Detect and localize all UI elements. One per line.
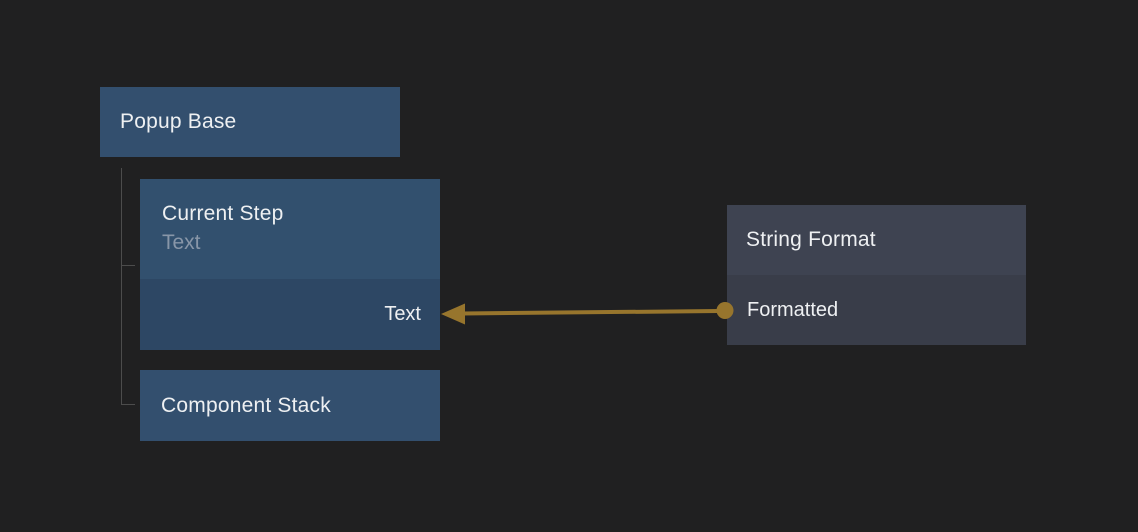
node-current-step[interactable]: Current Step Text Text (140, 179, 440, 350)
node-title: Popup Base (120, 110, 237, 133)
wire-line[interactable] (461, 309, 720, 316)
connection-wire[interactable] (441, 302, 734, 325)
wire-source-dot-icon (716, 302, 734, 319)
node-popup-base[interactable]: Popup Base (100, 87, 400, 157)
hierarchy-connector-vertical-line (121, 168, 122, 405)
output-pin-label: Formatted (747, 298, 839, 321)
pin-row-text-input[interactable]: Text (140, 279, 440, 350)
node-subtitle: Text (162, 231, 201, 254)
node-title: String Format (746, 228, 876, 251)
node-title: Component Stack (161, 393, 331, 417)
hierarchy-connector-tick-current-step (122, 265, 135, 266)
node-header: String Format (727, 205, 1026, 275)
node-title: Current Step (162, 202, 284, 225)
node-string-format[interactable]: String Format Formatted (727, 205, 1026, 345)
pin-row-formatted-output[interactable]: Formatted (727, 275, 1026, 345)
hierarchy-connector-tick-component-stack (122, 404, 135, 405)
input-pin-label: Text (384, 303, 421, 325)
wire-arrowhead-icon (441, 303, 465, 325)
node-header: Current Step Text (140, 179, 440, 279)
node-component-stack[interactable]: Component Stack (140, 370, 440, 441)
